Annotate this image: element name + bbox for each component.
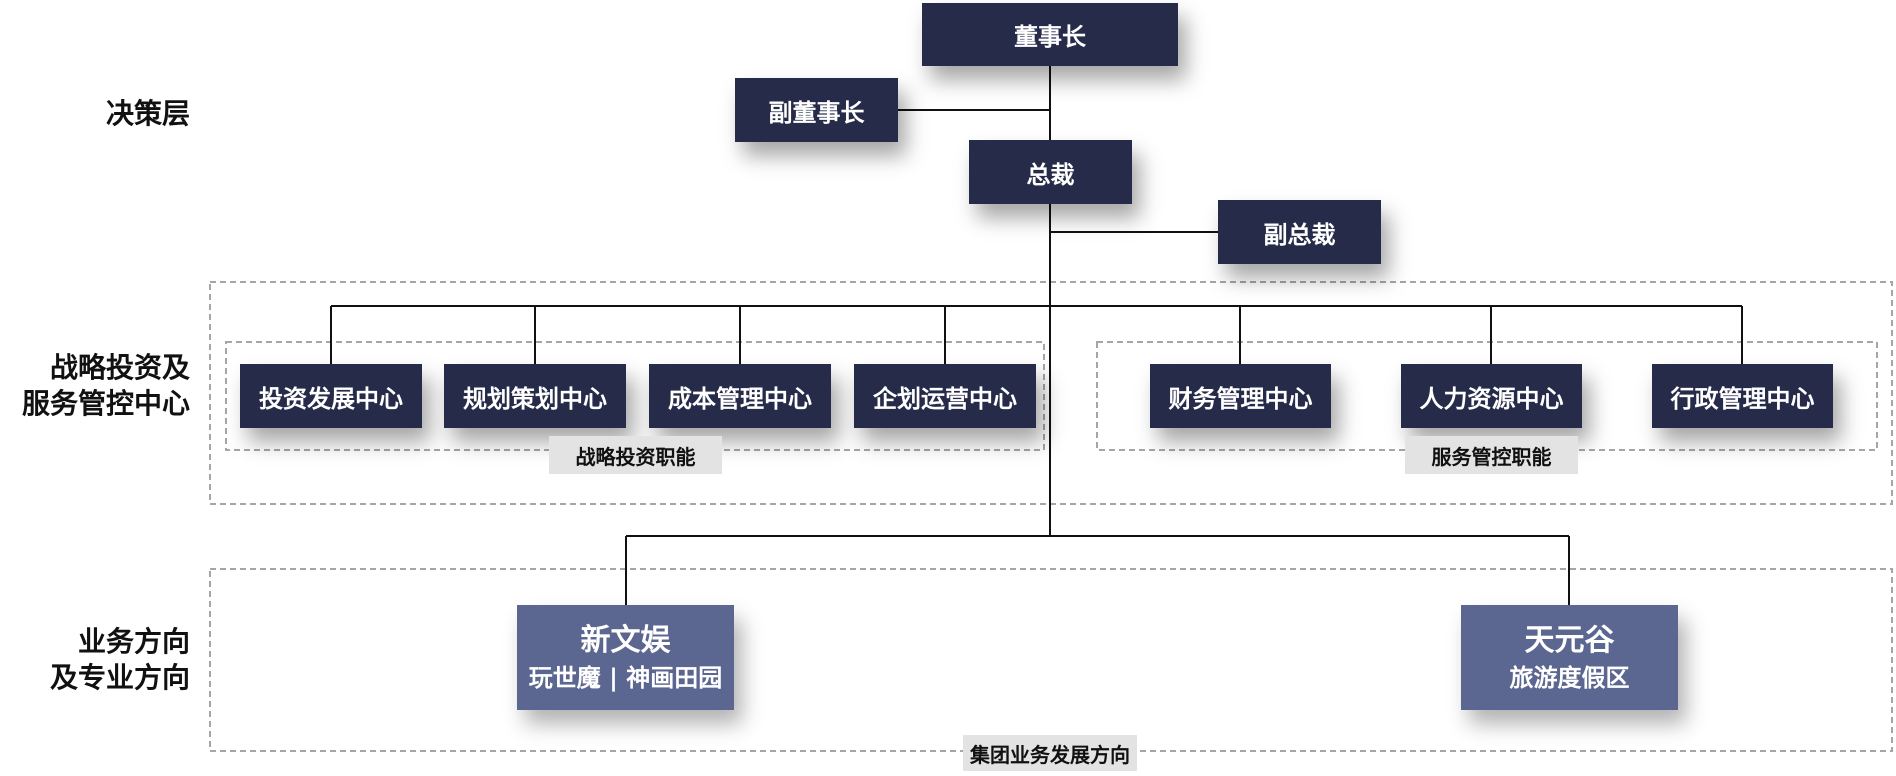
- node-center-operations-label: 企划运营中心: [873, 384, 1017, 413]
- service-group-frame: [1096, 341, 1878, 451]
- node-chairman-label: 董事长: [1014, 23, 1086, 51]
- level-label-decision: 决策层: [106, 96, 190, 132]
- business-tianyuangu-title: 天元谷: [1524, 622, 1615, 658]
- node-center-finance-label: 财务管理中心: [1168, 384, 1313, 413]
- level-label-center-line1: 战略投资及: [49, 351, 190, 384]
- tag-service-function: 服务管控职能: [1405, 436, 1578, 474]
- node-vice-chairman[interactable]: 副董事长: [735, 78, 898, 142]
- node-center-investment[interactable]: 投资发展中心: [240, 364, 422, 428]
- level-label-decision-text: 决策层: [105, 97, 190, 130]
- node-center-investment-label: 投资发展中心: [259, 384, 403, 413]
- node-center-cost-label: 成本管理中心: [668, 384, 812, 413]
- node-chairman[interactable]: 董事长: [922, 3, 1178, 66]
- node-center-admin-label: 行政管理中心: [1670, 384, 1815, 413]
- node-center-cost[interactable]: 成本管理中心: [649, 364, 831, 428]
- node-center-planning[interactable]: 规划策划中心: [444, 364, 626, 428]
- node-center-finance[interactable]: 财务管理中心: [1150, 364, 1331, 428]
- tag-strategic-function-text: 战略投资职能: [575, 444, 696, 469]
- node-business-new-entertainment[interactable]: 新文娱 玩世魔 | 神画田园: [517, 605, 734, 710]
- node-center-operations[interactable]: 企划运营中心: [854, 364, 1036, 428]
- tag-group-direction-text: 集团业务发展方向: [970, 742, 1130, 767]
- tag-service-function-text: 服务管控职能: [1431, 444, 1552, 469]
- node-vice-president-label: 副总裁: [1263, 220, 1336, 249]
- level-label-center-line2: 服务管控中心: [21, 387, 190, 420]
- business-new-entertainment-title: 新文娱: [580, 622, 671, 658]
- tag-group-direction: 集团业务发展方向: [963, 735, 1137, 771]
- node-vice-chairman-label: 副董事长: [768, 98, 865, 127]
- node-center-planning-label: 规划策划中心: [463, 384, 607, 413]
- business-new-entertainment-subtitle: 玩世魔 | 神画田园: [528, 663, 723, 692]
- node-president-label: 总裁: [1026, 160, 1075, 189]
- level-label-business: 业务方向 及专业方向: [50, 624, 190, 696]
- node-president[interactable]: 总裁: [969, 140, 1132, 204]
- node-center-admin[interactable]: 行政管理中心: [1652, 364, 1833, 428]
- business-tianyuangu-subtitle: 旅游度假区: [1509, 663, 1630, 692]
- level-label-business-line1: 业务方向: [77, 625, 190, 658]
- node-center-hr[interactable]: 人力资源中心: [1401, 364, 1582, 428]
- tag-strategic-function: 战略投资职能: [549, 436, 722, 474]
- level-label-business-line2: 及专业方向: [49, 661, 190, 694]
- node-center-hr-label: 人力资源中心: [1419, 384, 1564, 413]
- node-business-tianyuangu[interactable]: 天元谷 旅游度假区: [1461, 605, 1678, 710]
- node-vice-president[interactable]: 副总裁: [1218, 200, 1381, 264]
- level-label-center: 战略投资及 服务管控中心: [22, 350, 190, 422]
